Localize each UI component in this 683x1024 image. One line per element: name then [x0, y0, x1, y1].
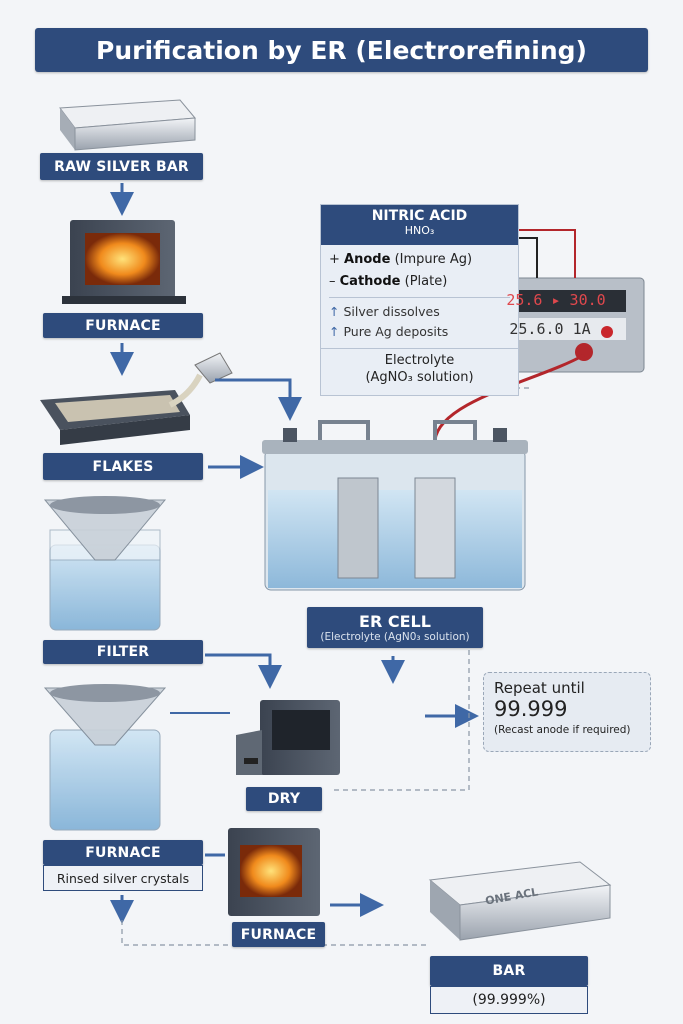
divider [329, 297, 510, 298]
er-cell-subtitle: (Electrolyte (AgN0₃ solution) [320, 631, 470, 643]
nitric-acid-panel: NITRIC ACID HNO₃ + Anode (Impure Ag) – C… [320, 204, 519, 396]
flakes-tray-image [40, 352, 233, 445]
arrow-up-icon: ↑ [329, 304, 340, 319]
cathode-label: Cathode [339, 274, 401, 289]
cathode-note: (Plate) [404, 274, 448, 289]
label-flakes: FLAKES [43, 453, 203, 480]
final-silver-bar-image [428, 861, 612, 941]
repeat-note: (Recast anode if required) [494, 724, 631, 736]
deposits-text: Pure Ag deposits [343, 324, 449, 339]
anode-note: (Impure Ag) [394, 252, 473, 267]
deposits-row: ↑ Pure Ag deposits [321, 322, 518, 342]
er-cell-title: ER CELL [359, 612, 431, 631]
power-display-top: 25.6 ▸ 30.0 [506, 291, 606, 309]
label-raw-silver-bar: RAW SILVER BAR [40, 153, 203, 180]
minus-sign: – [329, 274, 336, 289]
er-cell-label: ER CELL (Electrolyte (AgN0₃ solution) [307, 607, 483, 648]
panel-header: NITRIC ACID HNO₃ [321, 205, 518, 245]
flow-arrows [110, 183, 479, 924]
label-dry: DRY [246, 787, 322, 811]
electrolyte-note: (AgNO₃ solution) [365, 370, 474, 385]
repeat-note-box: Repeat until 99.999 (Recast anode if req… [483, 672, 651, 752]
page-title: Purification by ER (Electrorefining) [35, 28, 648, 72]
repeat-line: Repeat until [494, 679, 585, 697]
electrolyte-section: Electrolyte (AgNO₃ solution) [321, 348, 518, 386]
anode-row: + Anode (Impure Ag) [321, 249, 518, 271]
dryer-image [236, 700, 340, 775]
electrolyte-label: Electrolyte [384, 353, 455, 368]
filter-beaker-image-2 [43, 684, 167, 831]
panel-formula: HNO₃ [404, 224, 435, 237]
arrow-up-icon: ↑ [329, 324, 340, 339]
plus-sign: + [329, 252, 340, 267]
label-bar-purity: (99.999%) [430, 986, 588, 1014]
label-furnace-3: FURNACE [232, 922, 325, 947]
panel-title: NITRIC ACID [371, 208, 468, 224]
furnace-image-3 [228, 828, 320, 916]
label-bar: BAR [430, 956, 588, 986]
raw-silver-bar-image [59, 99, 196, 151]
label-rinsed-silver-crystals: Rinsed silver crystals [43, 865, 203, 891]
furnace-image-1 [62, 220, 186, 304]
label-filter: FILTER [43, 640, 203, 664]
repeat-purity: 99.999 [494, 697, 568, 721]
cathode-row: – Cathode (Plate) [321, 271, 518, 293]
dissolves-text: Silver dissolves [343, 304, 440, 319]
dissolves-row: ↑ Silver dissolves [321, 302, 518, 322]
label-furnace-1: FURNACE [43, 313, 203, 338]
label-furnace-2: FURNACE [43, 840, 203, 865]
power-display-bottom: 25.6.0 1A [509, 320, 591, 338]
anode-label: Anode [344, 252, 391, 267]
filter-beaker-image-1 [43, 496, 167, 631]
er-cell-tank-image [262, 420, 528, 591]
